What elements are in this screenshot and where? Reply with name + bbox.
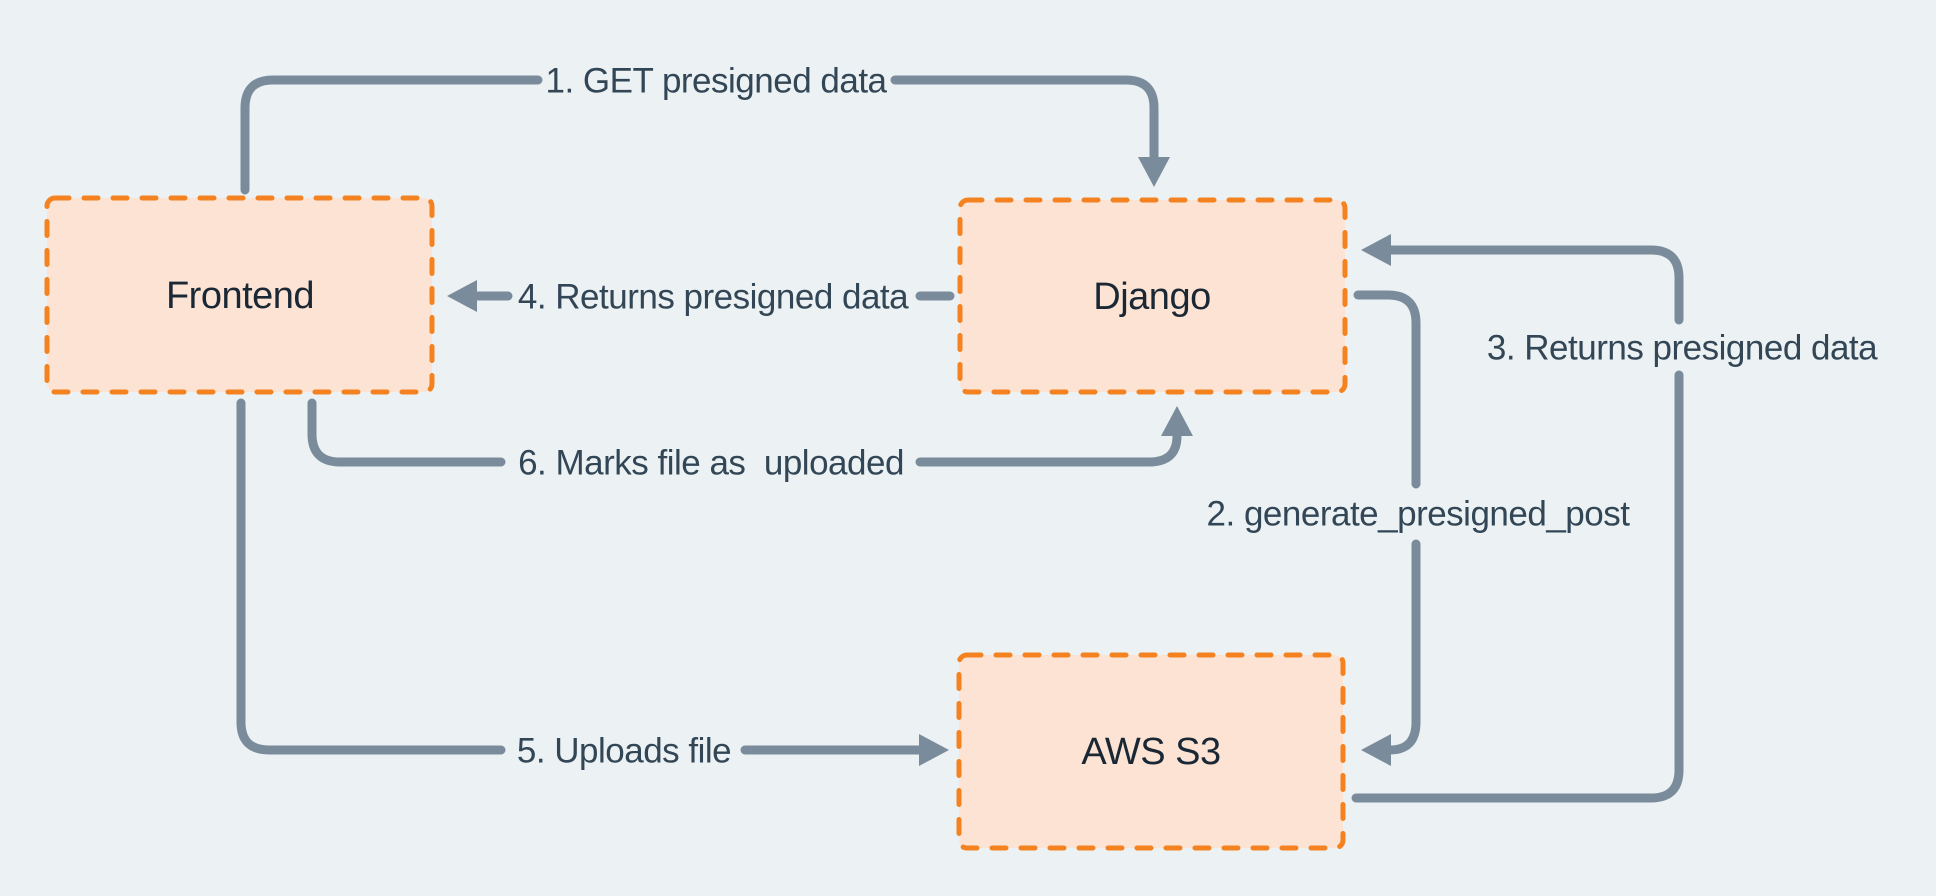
arrow-2-generate-presigned-post xyxy=(1353,290,1421,766)
flow-label-2: 2. generate_presigned_post xyxy=(1206,494,1630,534)
arrow-6-marks-file-uploaded xyxy=(307,398,1193,467)
flow-label-3: 3. Returns presigned data xyxy=(1486,328,1878,368)
django-node-label: Django xyxy=(1093,276,1211,318)
flow-label-6: 6. Marks file as uploaded xyxy=(518,443,904,483)
arrow-3-returns-presigned-data xyxy=(1351,234,1684,803)
arrowhead-down-icon xyxy=(1138,157,1170,187)
django-node xyxy=(957,197,1348,395)
flow-label-4: 4. Returns presigned data xyxy=(517,277,909,317)
arrowhead-up-icon xyxy=(1161,406,1193,436)
arrowhead-right-icon xyxy=(919,734,949,766)
flow-label-1: 1. GET presigned data xyxy=(545,61,887,101)
aws-s3-node-label: AWS S3 xyxy=(1081,731,1221,773)
frontend-node-label: Frontend xyxy=(165,275,315,317)
arrowhead-left-icon xyxy=(1361,234,1391,266)
arrowhead-left-icon xyxy=(447,280,477,312)
arrow-4-returns-presigned-data xyxy=(447,280,955,312)
arrowhead-left-icon xyxy=(1361,734,1391,766)
frontend-node xyxy=(44,195,435,395)
aws-s3-node xyxy=(956,652,1346,851)
flow-label-5: 5. Uploads file xyxy=(516,731,732,771)
arrow-1-get-presigned-data xyxy=(240,75,1170,195)
arrow-5-uploads-file xyxy=(236,398,949,766)
